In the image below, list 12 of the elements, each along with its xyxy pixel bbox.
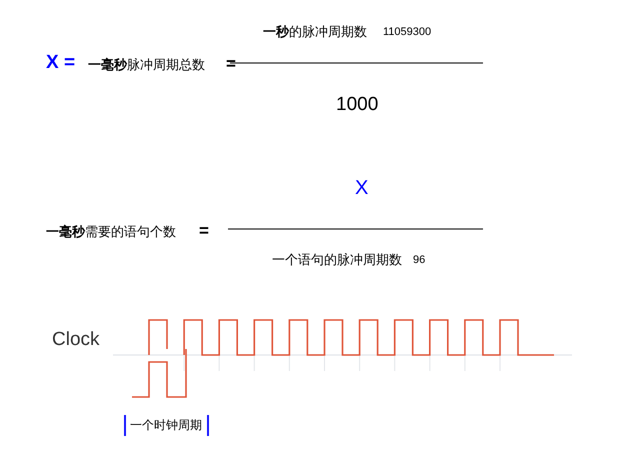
variable-label: X <box>355 177 368 199</box>
numerator-text: 一秒的脉冲周期数 <box>263 24 367 40</box>
signal-label: Clock <box>52 330 100 350</box>
denominator-value: 1000 <box>336 94 378 116</box>
formula-text: 一毫秒需要的语句个数 <box>46 224 176 240</box>
denominator-value: 96 <box>413 254 426 266</box>
variable-label: X = <box>46 52 76 74</box>
period-label: 一个时钟周期 <box>130 419 202 433</box>
denominator-text: 一个语句的脉冲周期数 <box>272 252 402 268</box>
numerator-value: 11059300 <box>383 26 432 38</box>
equals-sign: = <box>199 222 209 240</box>
formula-text: 一毫秒脉冲周期总数 <box>88 58 205 72</box>
